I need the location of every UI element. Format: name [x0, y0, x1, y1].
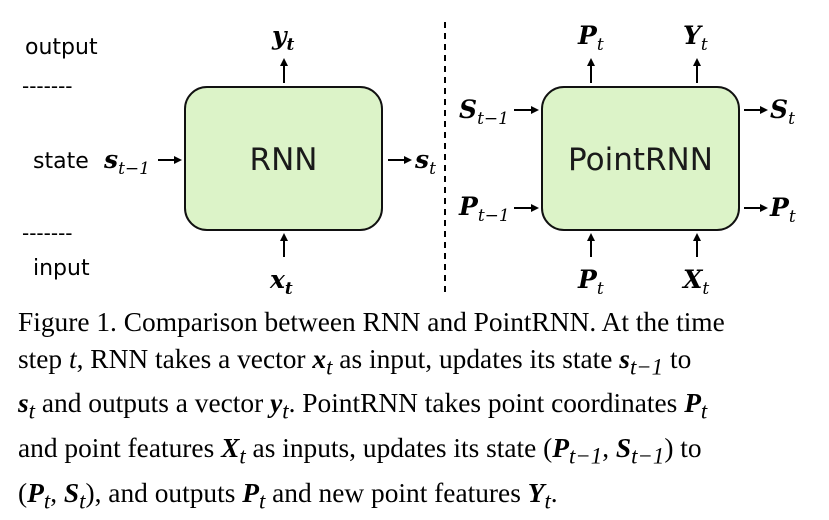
- math-p: P: [552, 433, 570, 464]
- math-s: s: [18, 388, 29, 419]
- caption-text: Figure 1. Comparison between RNN and Poi…: [18, 307, 725, 337]
- caption-text: (: [18, 478, 28, 509]
- rnn-box-label: RNN: [250, 142, 318, 178]
- comparison-diagram: output ------- state ------- input RNN y…: [22, 21, 796, 299]
- pointrnn-top-left-label: Pt: [577, 21, 604, 55]
- row-label-input: input: [33, 256, 90, 281]
- math-p: P: [27, 478, 44, 509]
- caption-text: ,: [602, 433, 616, 464]
- caption-text: and outputs a vector: [35, 388, 271, 419]
- caption-text: .: [550, 478, 558, 509]
- math-sub: t: [700, 398, 708, 424]
- caption-text: to: [663, 343, 692, 374]
- caption-line: Figure 1. Comparison between RNN and Poi…: [18, 304, 813, 341]
- rnn-output-label: yt: [271, 21, 295, 55]
- caption-line: (Pt, St), and outputs Pt and new point f…: [18, 475, 813, 520]
- math-x: x: [312, 343, 327, 374]
- caption-line: and point features Xt as inputs, updates…: [18, 430, 813, 475]
- math-sub: t−1: [569, 443, 603, 469]
- math-sub: t−1: [629, 353, 664, 379]
- math-s: s: [619, 343, 630, 374]
- caption-text: as input, updates its state: [332, 343, 620, 374]
- math-y: y: [270, 388, 283, 419]
- math-sub: t: [239, 443, 246, 469]
- math-s: S: [63, 478, 80, 509]
- math-p: P: [684, 388, 701, 419]
- pointrnn-box-label: PointRNN: [568, 142, 713, 178]
- math-sub: t: [28, 398, 36, 424]
- math-sub: t: [326, 353, 333, 379]
- pointrnn-top-right-label: Yt: [683, 21, 708, 55]
- pointrnn-right-top-label: St: [770, 95, 795, 129]
- math-p: P: [242, 478, 259, 509]
- caption-text: , RNN takes a vector: [76, 343, 313, 374]
- row-label-output: output: [25, 35, 98, 60]
- rnn-state-out-label: st: [414, 145, 436, 179]
- figure-caption: Figure 1. Comparison between RNN and Poi…: [18, 304, 813, 520]
- caption-text: step: [18, 343, 69, 374]
- row-divider-top: -------: [22, 74, 73, 98]
- pointrnn-right-bottom-label: Pt: [769, 193, 796, 227]
- row-divider-bottom: -------: [22, 221, 73, 245]
- math-sub: t: [282, 398, 289, 424]
- caption-line: step t, RNN takes a vector xt as input, …: [18, 341, 813, 386]
- pointrnn-left-bottom-label: Pt−1: [458, 192, 510, 226]
- pointrnn-bottom-right-label: Xt: [681, 265, 709, 299]
- caption-text: and new point features: [265, 478, 528, 509]
- row-label-state: state: [33, 149, 89, 174]
- math-sub: t−1: [631, 443, 665, 469]
- caption-text: . PointRNN takes point coordinates: [288, 388, 685, 419]
- math-s: S: [615, 433, 632, 464]
- caption-line: st and outputs a vector yt. PointRNN tak…: [18, 385, 813, 430]
- math-y: Y: [527, 478, 545, 509]
- pointrnn-bottom-left-label: Pt: [577, 265, 604, 299]
- caption-text: ), and outputs: [85, 478, 243, 509]
- rnn-box: [184, 86, 383, 231]
- pointrnn-left-top-label: St−1: [459, 95, 509, 129]
- rnn-input-label: xt: [269, 265, 293, 299]
- math-x: X: [221, 433, 240, 464]
- math-t: t: [68, 343, 77, 374]
- rnn-state-in-label: st−1: [103, 145, 150, 179]
- caption-text: and point features: [18, 433, 222, 464]
- pointrnn-box: [541, 86, 740, 231]
- caption-text: ,: [50, 478, 64, 509]
- caption-text: as inputs, updates its state (: [245, 433, 553, 464]
- caption-text: ) to: [664, 433, 702, 464]
